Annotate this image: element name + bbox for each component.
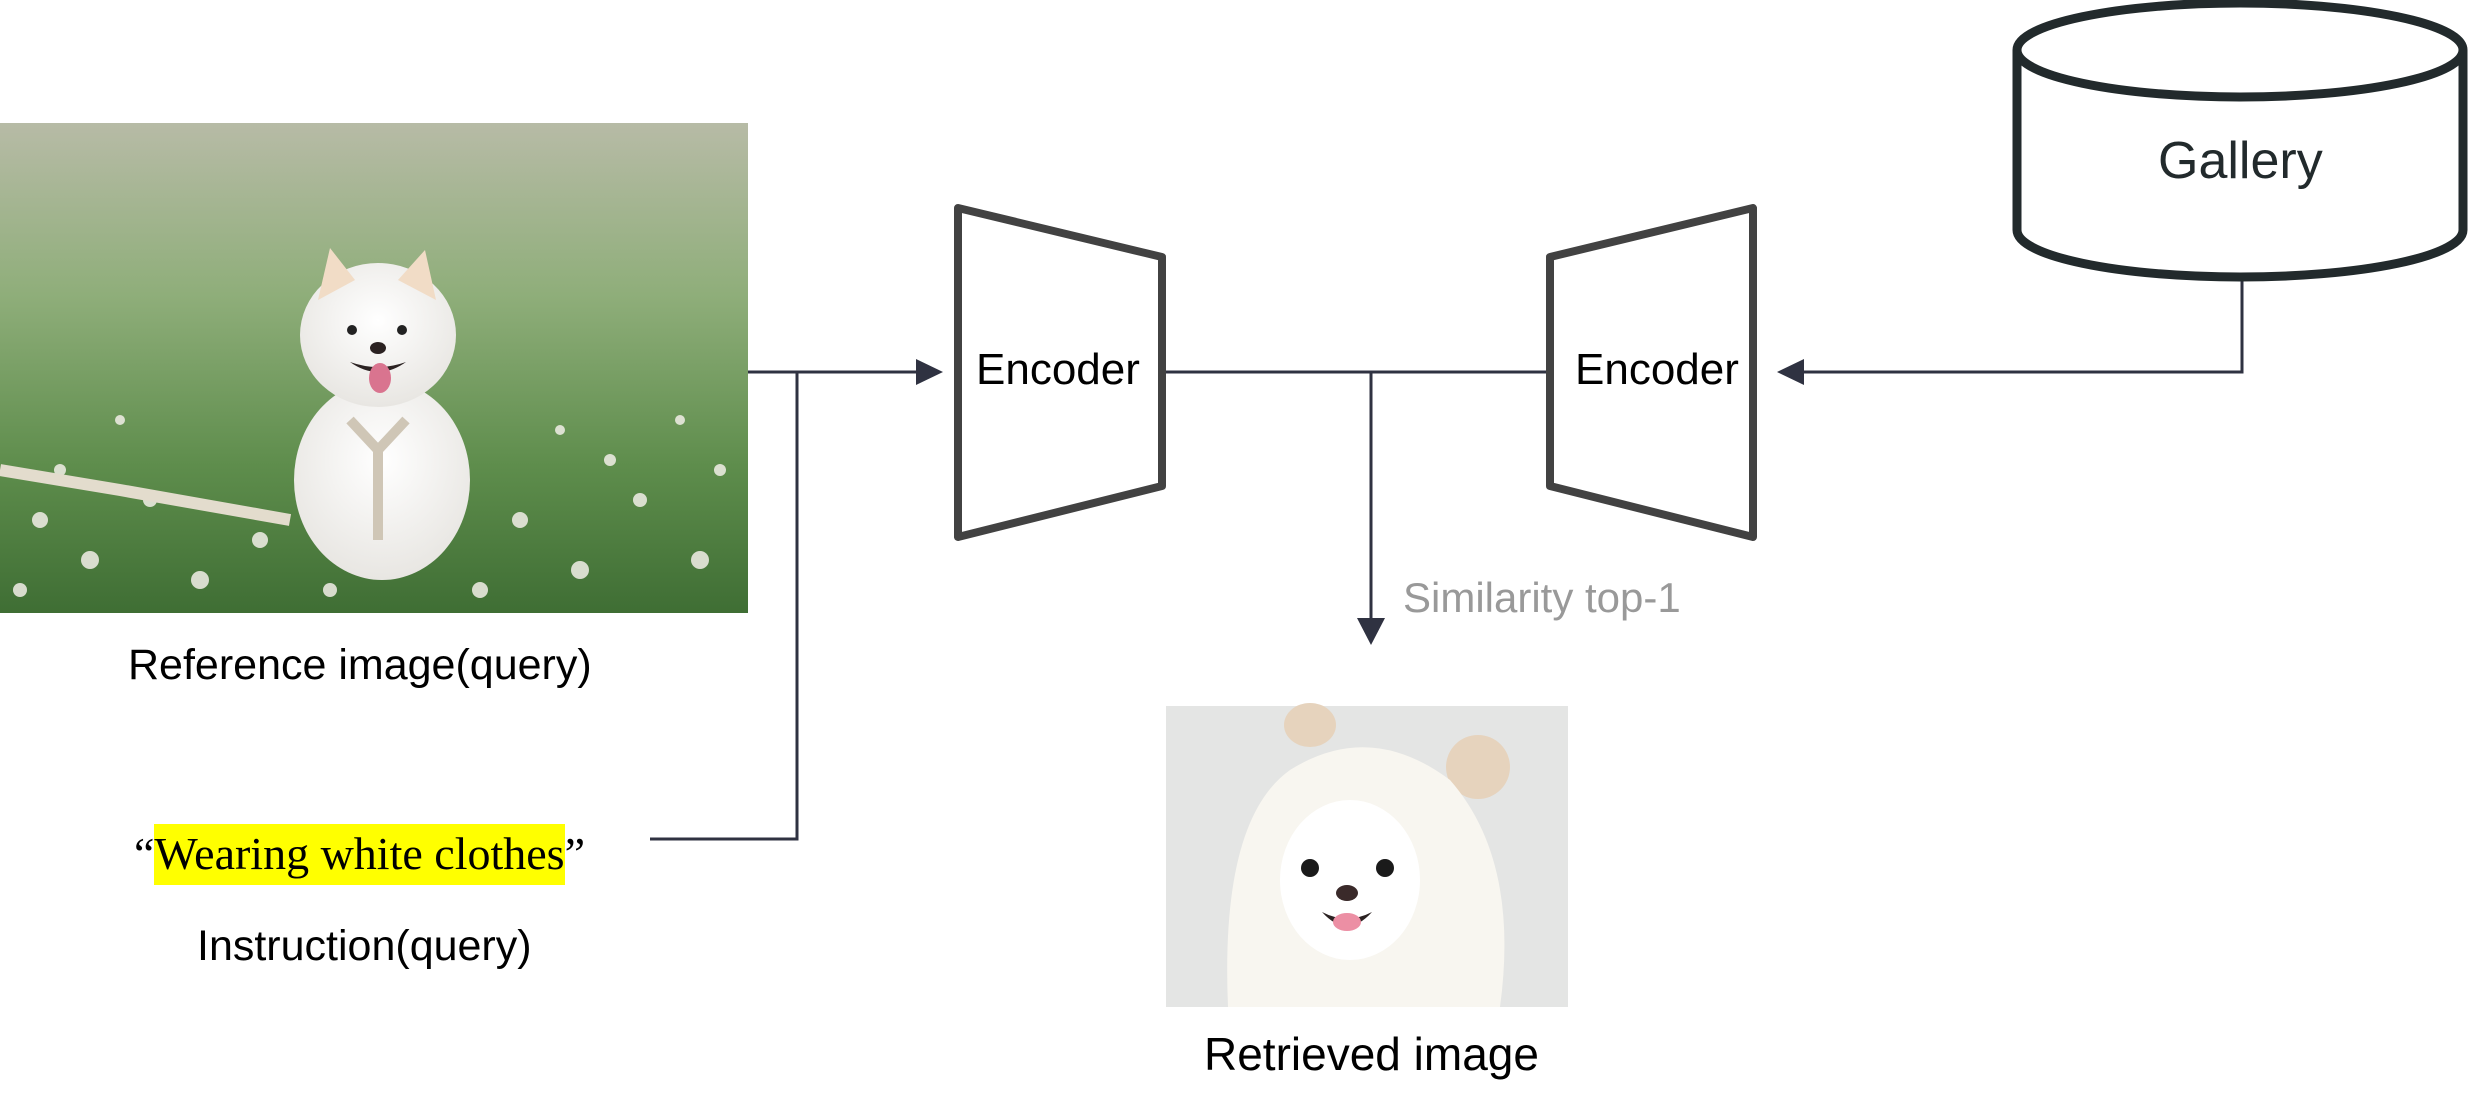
gallery-encoder-shape[interactable] [1546, 204, 1757, 541]
hood-ear-right [1446, 735, 1510, 799]
open-quote: “ [134, 828, 155, 879]
clover-flowers [13, 415, 726, 598]
instruction-connector-line [650, 372, 799, 841]
retrieved-image-label: Retrieved image [1204, 1028, 1539, 1080]
gallery-database-icon[interactable] [2012, 0, 2468, 282]
leash [0, 464, 292, 526]
arrowhead-similarity-down [1357, 618, 1385, 645]
retrieved-image [1166, 703, 1568, 1007]
gallery-label: Gallery [2158, 132, 2323, 190]
query-encoder-shape[interactable] [954, 204, 1166, 541]
gallery-encoder-label: Encoder [1575, 345, 1739, 394]
instruction-label: Instruction(query) [197, 922, 532, 970]
instruction-text: “Wearing white clothes” [134, 824, 586, 885]
similarity-label: Similarity top-1 [1403, 574, 1681, 621]
gallery-connector-line [1803, 277, 2244, 374]
close-quote: ” [564, 828, 586, 879]
query-encoder-label: Encoder [976, 345, 1140, 394]
instruction-highlight: Wearing white clothes [154, 824, 565, 885]
dog-face [1280, 800, 1420, 960]
connectors [650, 277, 2244, 841]
arrowhead-into-query-encoder [916, 359, 943, 385]
pomeranian-dog [294, 248, 470, 580]
arrowhead-into-gallery-encoder [1777, 359, 1804, 385]
reference-image [0, 123, 748, 613]
reference-image-label: Reference image(query) [128, 641, 592, 689]
hood-ear-left [1284, 703, 1336, 747]
